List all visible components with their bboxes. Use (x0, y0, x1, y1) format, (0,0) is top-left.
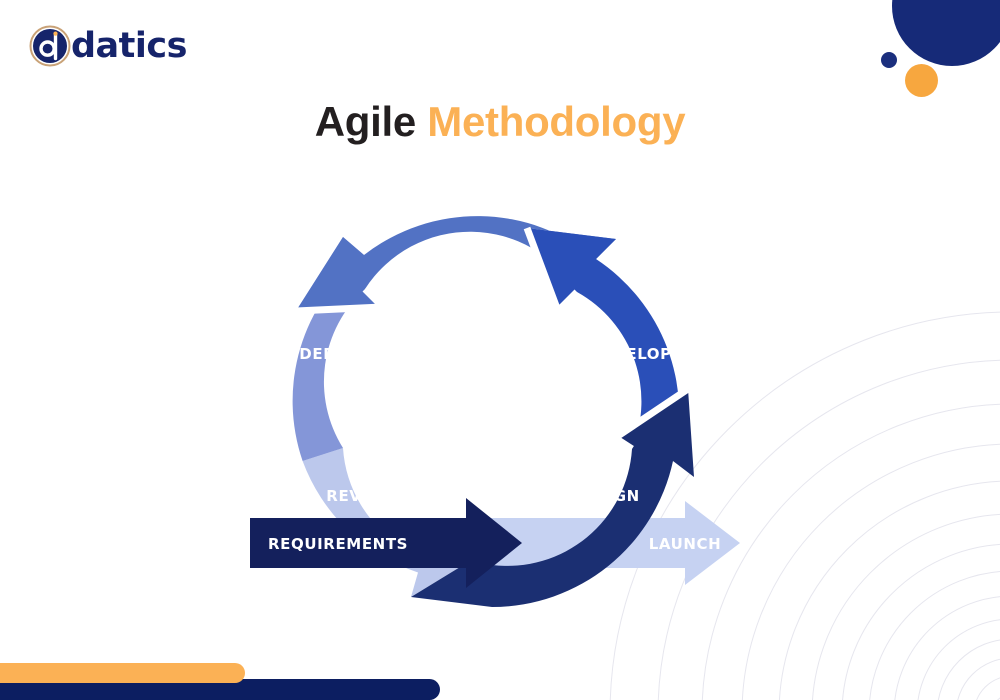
decorative-circle-orange (905, 64, 938, 97)
agile-cycle-diagram: TEST DEVELOP DESIGN DEPLOY REVIEW REQUIR… (230, 195, 770, 615)
bottom-bar-orange (0, 663, 245, 683)
page-title: Agile Methodology (0, 98, 1000, 145)
cycle-segment-design (411, 389, 694, 608)
bottom-bar-navy (0, 679, 440, 700)
decorative-circle-large (892, 0, 1000, 66)
cycle-label-deploy: DEPLOY (299, 345, 369, 363)
cycle-label-design: DESIGN (572, 487, 640, 505)
brand-logo[interactable]: datics (28, 24, 187, 68)
datics-circle-d-icon (28, 24, 72, 68)
cycle-segment-develop (527, 228, 680, 461)
page-title-part-2: Methodology (427, 98, 686, 145)
launch-label: LAUNCH (649, 535, 722, 553)
requirements-arrow (250, 498, 522, 588)
decorative-dot-small (881, 52, 897, 68)
page-title-part-1: Agile (314, 98, 416, 145)
cycle-label-review: REVIEW (326, 487, 395, 505)
brand-logo-text: datics (71, 25, 187, 66)
requirements-label: REQUIREMENTS (268, 535, 408, 553)
cycle-label-develop: DEVELOP (590, 345, 672, 363)
cycle-label-test: TEST (456, 235, 500, 253)
